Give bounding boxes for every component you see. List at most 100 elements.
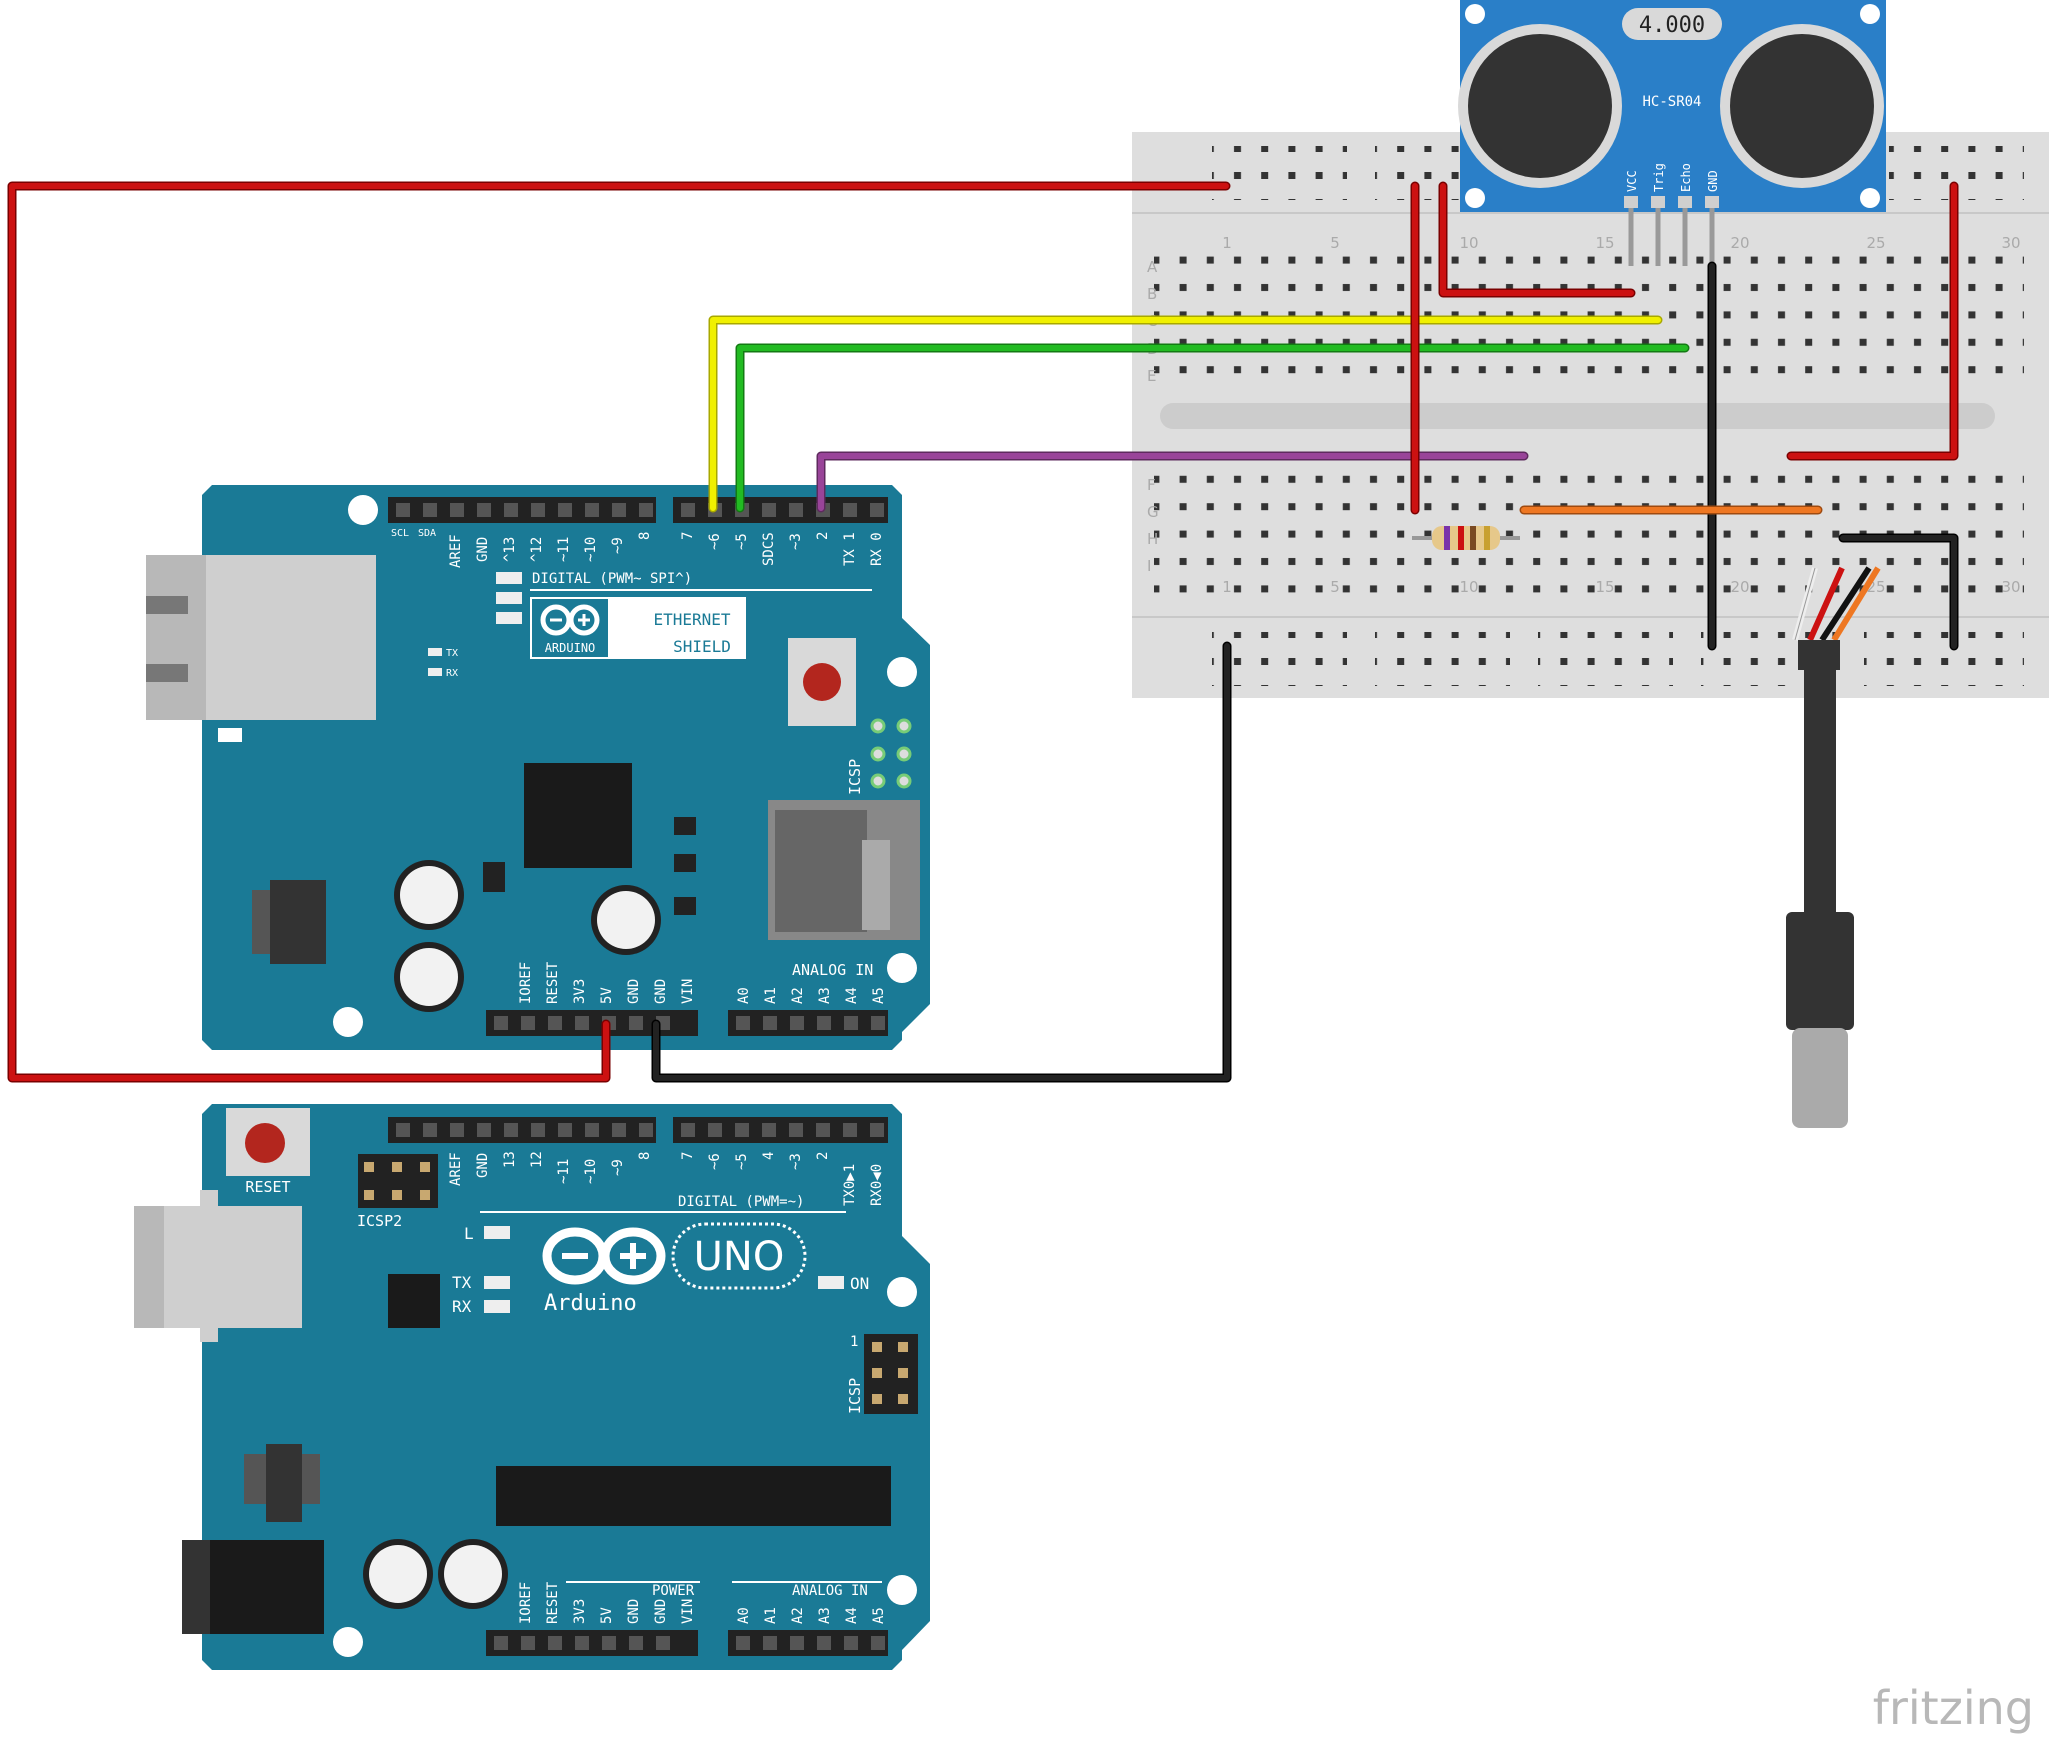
column-number: 1 bbox=[1222, 578, 1232, 596]
microcontroller-chip bbox=[496, 1466, 891, 1526]
pin-label: AREF bbox=[448, 1152, 464, 1186]
column-number: 25 bbox=[1866, 234, 1885, 252]
pin-label: 12 bbox=[529, 1151, 545, 1168]
uno-brand: Arduino bbox=[544, 1291, 637, 1316]
pin-label: SCL bbox=[391, 528, 409, 539]
on-label: ON bbox=[850, 1274, 869, 1293]
icsp-pin1-label: 1 bbox=[850, 1334, 858, 1350]
pin-label: A0 bbox=[736, 1607, 752, 1624]
led bbox=[496, 592, 522, 604]
pin-label: A3 bbox=[817, 987, 833, 1004]
ethernet-shield[interactable]: SCL SDA AREF GND ^13 ^12 ~11 ~10 ~9 8 7 … bbox=[146, 485, 930, 1050]
pin-label: GND bbox=[653, 1599, 669, 1624]
pin-label: 8 bbox=[637, 532, 653, 540]
pin-label: 3V3 bbox=[572, 1599, 588, 1624]
pin-label: ~3 bbox=[788, 1153, 804, 1170]
mounting-hole bbox=[333, 1007, 363, 1037]
mounting-hole bbox=[333, 1627, 363, 1657]
rx-label: RX bbox=[446, 668, 458, 679]
icsp-label: ICSP bbox=[846, 759, 864, 795]
pin-label: RESET bbox=[545, 961, 561, 1004]
led bbox=[496, 612, 522, 624]
arduino-logo-icon bbox=[540, 604, 600, 636]
arduino-uno[interactable]: RESET ICSP2 AREF GND 13 12 ~11 ~10 ~9 8 bbox=[134, 1104, 930, 1670]
shield-name-line1: ETHERNET bbox=[653, 610, 730, 629]
pin-label: RX 0 bbox=[869, 532, 885, 566]
pin-label: ~11 bbox=[556, 1159, 572, 1184]
l-led bbox=[484, 1226, 510, 1239]
pin-label: A5 bbox=[871, 1607, 887, 1624]
column-number: 5 bbox=[1330, 234, 1340, 252]
pin-label: 2 bbox=[815, 1152, 831, 1160]
pin-label: AREF bbox=[448, 534, 464, 568]
pin-label: ~10 bbox=[583, 1159, 599, 1184]
usb-chip bbox=[388, 1274, 440, 1328]
power-label: POWER bbox=[652, 1583, 695, 1599]
mounting-hole bbox=[1860, 188, 1880, 208]
pin-label: ~5 bbox=[734, 533, 750, 550]
digital-label: DIGITAL (PWM~ SPI^) bbox=[532, 571, 692, 587]
pin-label: 8 bbox=[637, 1152, 653, 1160]
pin-label: ~6 bbox=[707, 533, 723, 550]
power-rail-top-segment bbox=[1212, 146, 1347, 200]
pin-label: A2 bbox=[790, 987, 806, 1004]
pin-label: A5 bbox=[871, 987, 887, 1004]
row-letter: H bbox=[1147, 530, 1158, 548]
pin-label: VIN bbox=[680, 1599, 696, 1624]
header-analog bbox=[728, 1010, 888, 1036]
tx-label: TX bbox=[452, 1273, 472, 1292]
reset-button-cap[interactable] bbox=[245, 1123, 285, 1163]
capacitor bbox=[369, 1545, 427, 1603]
pin-label: ~9 bbox=[610, 537, 626, 554]
pin-label: 13 bbox=[502, 1151, 518, 1168]
probe-tip bbox=[1792, 1028, 1848, 1128]
sensor-pin-label: GND bbox=[1706, 170, 1720, 192]
row-letter: I bbox=[1147, 557, 1151, 575]
column-number: 5 bbox=[1330, 578, 1340, 596]
breadboard-center-channel bbox=[1160, 403, 1995, 429]
crystal-oscillator bbox=[1622, 8, 1722, 40]
pin-label: GND bbox=[475, 1153, 491, 1178]
reset-button-cap[interactable] bbox=[803, 663, 841, 701]
pin-label: SDA bbox=[418, 528, 436, 539]
tx-led bbox=[484, 1276, 510, 1289]
pin-label: IOREF bbox=[518, 962, 534, 1004]
mounting-hole bbox=[887, 657, 917, 687]
sensor-pin-label: Echo bbox=[1679, 163, 1693, 192]
resistor[interactable] bbox=[1412, 526, 1520, 550]
pin-label: ^12 bbox=[529, 537, 545, 562]
rx-label: RX bbox=[452, 1297, 472, 1316]
sensor-pin bbox=[1651, 196, 1665, 208]
pin-label: ~6 bbox=[707, 1153, 723, 1170]
power-rail-bottom-segment bbox=[1864, 632, 2024, 686]
capacitor bbox=[597, 891, 655, 949]
icsp2-label: ICSP2 bbox=[357, 1212, 402, 1230]
pin-label: A1 bbox=[763, 1607, 779, 1624]
power-rail-bottom-segment bbox=[1212, 632, 1347, 686]
pin-label: RX0◀0 bbox=[869, 1164, 885, 1206]
on-led bbox=[818, 1276, 844, 1289]
shield-brand: ARDUINO bbox=[545, 641, 596, 655]
l-led-label: L bbox=[464, 1224, 474, 1243]
column-number: 30 bbox=[2001, 578, 2020, 596]
sensor-pin bbox=[1705, 196, 1719, 208]
temperature-probe[interactable] bbox=[1786, 566, 1881, 1128]
column-number: 15 bbox=[1595, 578, 1614, 596]
mounting-hole bbox=[1860, 4, 1880, 24]
column-number: 20 bbox=[1730, 578, 1749, 596]
breadboard: 1 5 10 15 20 25 30 1 5 10 15 20 25 30 A … bbox=[1132, 132, 2049, 698]
capacitor bbox=[444, 1545, 502, 1603]
rx-led bbox=[428, 668, 442, 676]
wires bbox=[7, 181, 1959, 1083]
mounting-hole bbox=[887, 1277, 917, 1307]
pin-label: 5V bbox=[599, 1607, 615, 1624]
column-number: 30 bbox=[2001, 234, 2020, 252]
ethernet-chip bbox=[524, 763, 632, 868]
mounting-hole bbox=[887, 953, 917, 983]
pin-label: GND bbox=[653, 979, 669, 1004]
pin-label: 2 bbox=[815, 532, 831, 540]
capacitor bbox=[400, 948, 458, 1006]
pin-label: VIN bbox=[680, 979, 696, 1004]
ultrasonic-sensor[interactable]: 4.000 HC-SR04 VCC Trig Echo GND bbox=[1458, 0, 1886, 266]
header-analog bbox=[728, 1630, 888, 1656]
